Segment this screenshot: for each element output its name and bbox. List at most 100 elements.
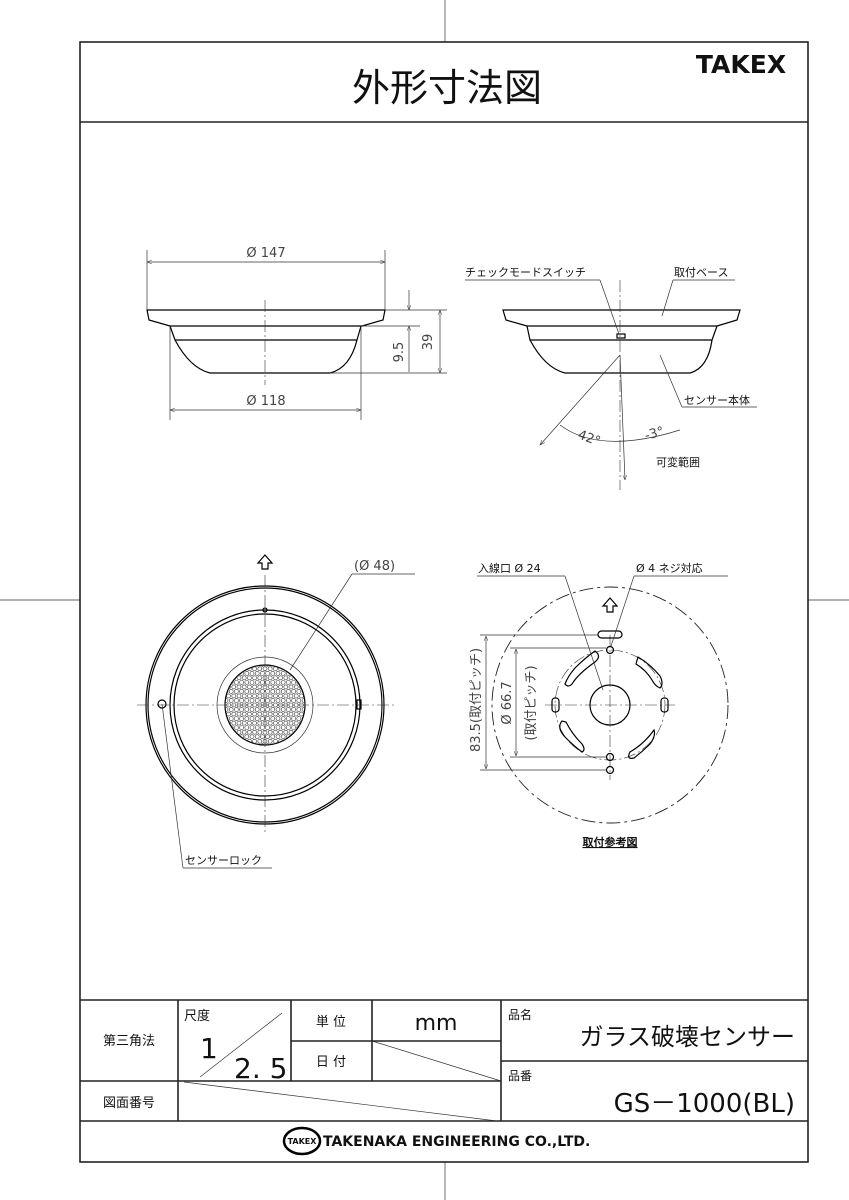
- scale-label: 尺度: [184, 1008, 210, 1024]
- label-mount-base: 取付ベース: [674, 266, 728, 279]
- mesh-hole: [260, 698, 265, 703]
- mesh-hole: [234, 734, 239, 739]
- mesh-hole: [304, 738, 305, 744]
- mesh-hole: [226, 738, 231, 744]
- mesh-hole: [252, 729, 257, 735]
- mesh-hole: [304, 711, 305, 717]
- mesh-hole: [278, 693, 283, 699]
- mesh-hole: [299, 693, 304, 699]
- mesh-hole: [260, 725, 265, 730]
- mesh-hole: [312, 717, 316, 721]
- mesh-hole: [310, 721, 314, 725]
- mesh-hole: [241, 711, 247, 717]
- mesh-hole: [291, 707, 296, 712]
- mesh-hole: [244, 707, 250, 712]
- mesh-hole: [267, 729, 273, 735]
- mesh-hole: [216, 685, 220, 689]
- mesh-hole: [257, 711, 263, 717]
- mesh-hole: [226, 729, 231, 735]
- mesh-hole: [275, 671, 281, 676]
- product-name: ガラス破壊センサー: [579, 1023, 795, 1051]
- mesh-hole: [225, 665, 229, 667]
- mesh-hole: [283, 693, 289, 699]
- title-block: 第三角法 尺度 1 2. 5 単 位 mm 日 付 品名 ガラス破壊センサー 品…: [80, 999, 808, 1156]
- mesh-hole: [244, 743, 250, 745]
- mesh-hole: [254, 665, 260, 667]
- mesh-hole: [288, 720, 294, 726]
- mesh-hole: [216, 730, 220, 734]
- mesh-hole: [244, 680, 250, 685]
- mesh-hole: [216, 667, 220, 671]
- product-number: GS－1000(BL): [614, 1089, 795, 1119]
- mesh-hole: [236, 720, 242, 726]
- mesh-hole: [249, 665, 255, 667]
- mesh-hole: [254, 671, 260, 676]
- mesh-hole: [260, 671, 265, 676]
- mesh-hole: [291, 680, 296, 685]
- mesh-hole: [275, 665, 281, 667]
- mesh-hole: [225, 680, 229, 685]
- mesh-hole: [219, 735, 223, 739]
- mesh-hole: [231, 693, 237, 699]
- mesh-hole: [254, 725, 260, 730]
- mesh-hole: [247, 729, 252, 735]
- mesh-hole: [299, 738, 304, 744]
- mount-reference-view: 入線口 Ø 24 Ø 4 ネジ対応 83.5(取付ピッチ) Ø 66.7 (取付…: [469, 561, 729, 849]
- mesh-hole: [265, 698, 270, 703]
- mesh-hole: [286, 689, 291, 694]
- mesh-hole: [270, 716, 276, 721]
- mesh-hole: [310, 739, 314, 743]
- mesh-hole: [299, 729, 304, 735]
- mesh-hole: [260, 707, 265, 712]
- mesh-hole: [270, 671, 276, 676]
- mesh-hole: [257, 738, 263, 744]
- mesh-hole: [270, 665, 276, 667]
- mesh-hole: [312, 662, 316, 666]
- mesh-hole: [244, 665, 250, 667]
- mesh-hole: [236, 684, 242, 690]
- mesh-hole: [257, 720, 263, 726]
- mesh-hole: [267, 738, 273, 744]
- mesh-hole: [252, 675, 257, 681]
- mesh-hole: [216, 721, 220, 725]
- mesh-hole: [254, 707, 260, 712]
- mesh-hole: [252, 666, 257, 672]
- mesh-hole: [254, 698, 260, 703]
- mesh-hole: [265, 680, 270, 685]
- mesh-hole: [299, 675, 304, 681]
- mesh-hole: [280, 698, 286, 703]
- mesh-hole: [260, 734, 265, 739]
- mesh-hole: [280, 707, 286, 712]
- mesh-hole: [304, 684, 305, 690]
- mesh-hole: [241, 675, 247, 681]
- side-view-adjustable: チェックモードスイッチ 取付ベース センサー本体 42° -3° 可変範囲: [465, 266, 757, 490]
- mesh-hole: [280, 689, 286, 694]
- mesh-hole: [234, 671, 239, 676]
- mesh-hole: [228, 689, 234, 694]
- mesh-hole: [265, 716, 270, 721]
- mesh-hole: [244, 716, 250, 721]
- mesh-hole: [254, 734, 260, 739]
- mesh-hole: [301, 665, 305, 667]
- mesh-hole: [275, 680, 281, 685]
- mesh-hole: [228, 665, 234, 667]
- mesh-hole: [293, 711, 299, 717]
- mesh-hole: [278, 729, 283, 735]
- mesh-hole: [280, 734, 286, 739]
- mesh-hole: [273, 711, 278, 717]
- mesh-hole: [225, 666, 226, 672]
- mesh-hole: [236, 711, 242, 717]
- mesh-hole: [226, 711, 231, 717]
- mesh-hole: [286, 725, 291, 730]
- mesh-hole: [247, 684, 252, 690]
- mesh-hole: [296, 665, 302, 667]
- mesh-hole: [278, 720, 283, 726]
- mesh-hole: [301, 680, 305, 685]
- mesh-hole: [270, 743, 276, 745]
- mesh-hole: [252, 684, 257, 690]
- mesh-hole: [291, 671, 296, 676]
- dim-pitch-note: (取付ピッチ): [524, 665, 539, 740]
- mesh-hole: [225, 707, 229, 712]
